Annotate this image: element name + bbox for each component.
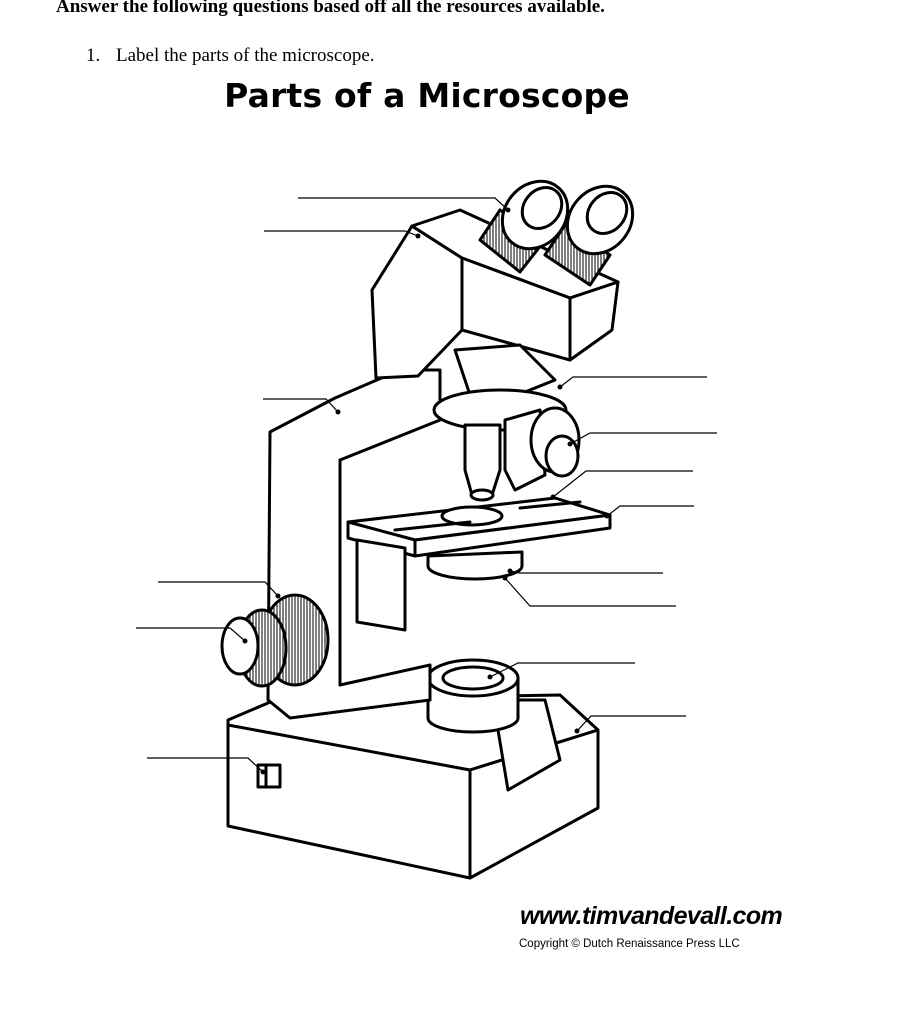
label-line-nosepiece [559,376,707,388]
label-line-stage [606,505,694,517]
illuminator [426,658,520,734]
power-switch [256,763,282,789]
label-line-objective-low [552,470,693,498]
question-1: 1. Label the parts of the microscope. [86,45,375,67]
label-line-base [576,715,686,732]
objective-lenses [463,406,581,502]
label-line-condenser [504,577,676,607]
label-line-light [489,662,635,678]
label-line-arm [263,398,339,413]
label-line-fine-focus [158,581,279,597]
condenser [355,538,524,632]
microscope-illustration [220,179,635,880]
label-line-coarse-focus [136,627,246,642]
label-leader-lines [136,197,717,773]
label-line-switch [147,757,264,773]
stage [346,496,612,558]
website-credit: www.timvandevall.com [520,902,783,930]
eyepieces [478,179,635,287]
label-line-diaphragm [509,570,663,574]
instructions-heading: Answer the following questions based off… [56,0,605,17]
question-number: 1. [86,45,101,66]
label-line-objective-high [569,432,717,445]
label-line-head [264,230,419,237]
copyright-notice: Copyright © Dutch Renaissance Press LLC [519,938,740,950]
label-line-eyepiece [298,197,509,211]
base [226,693,600,880]
focus-knobs [220,593,330,688]
diagram-title: Parts of a Microscope [224,76,630,115]
question-text: Label the parts of the microscope. [116,45,375,66]
label-points [242,207,610,775]
